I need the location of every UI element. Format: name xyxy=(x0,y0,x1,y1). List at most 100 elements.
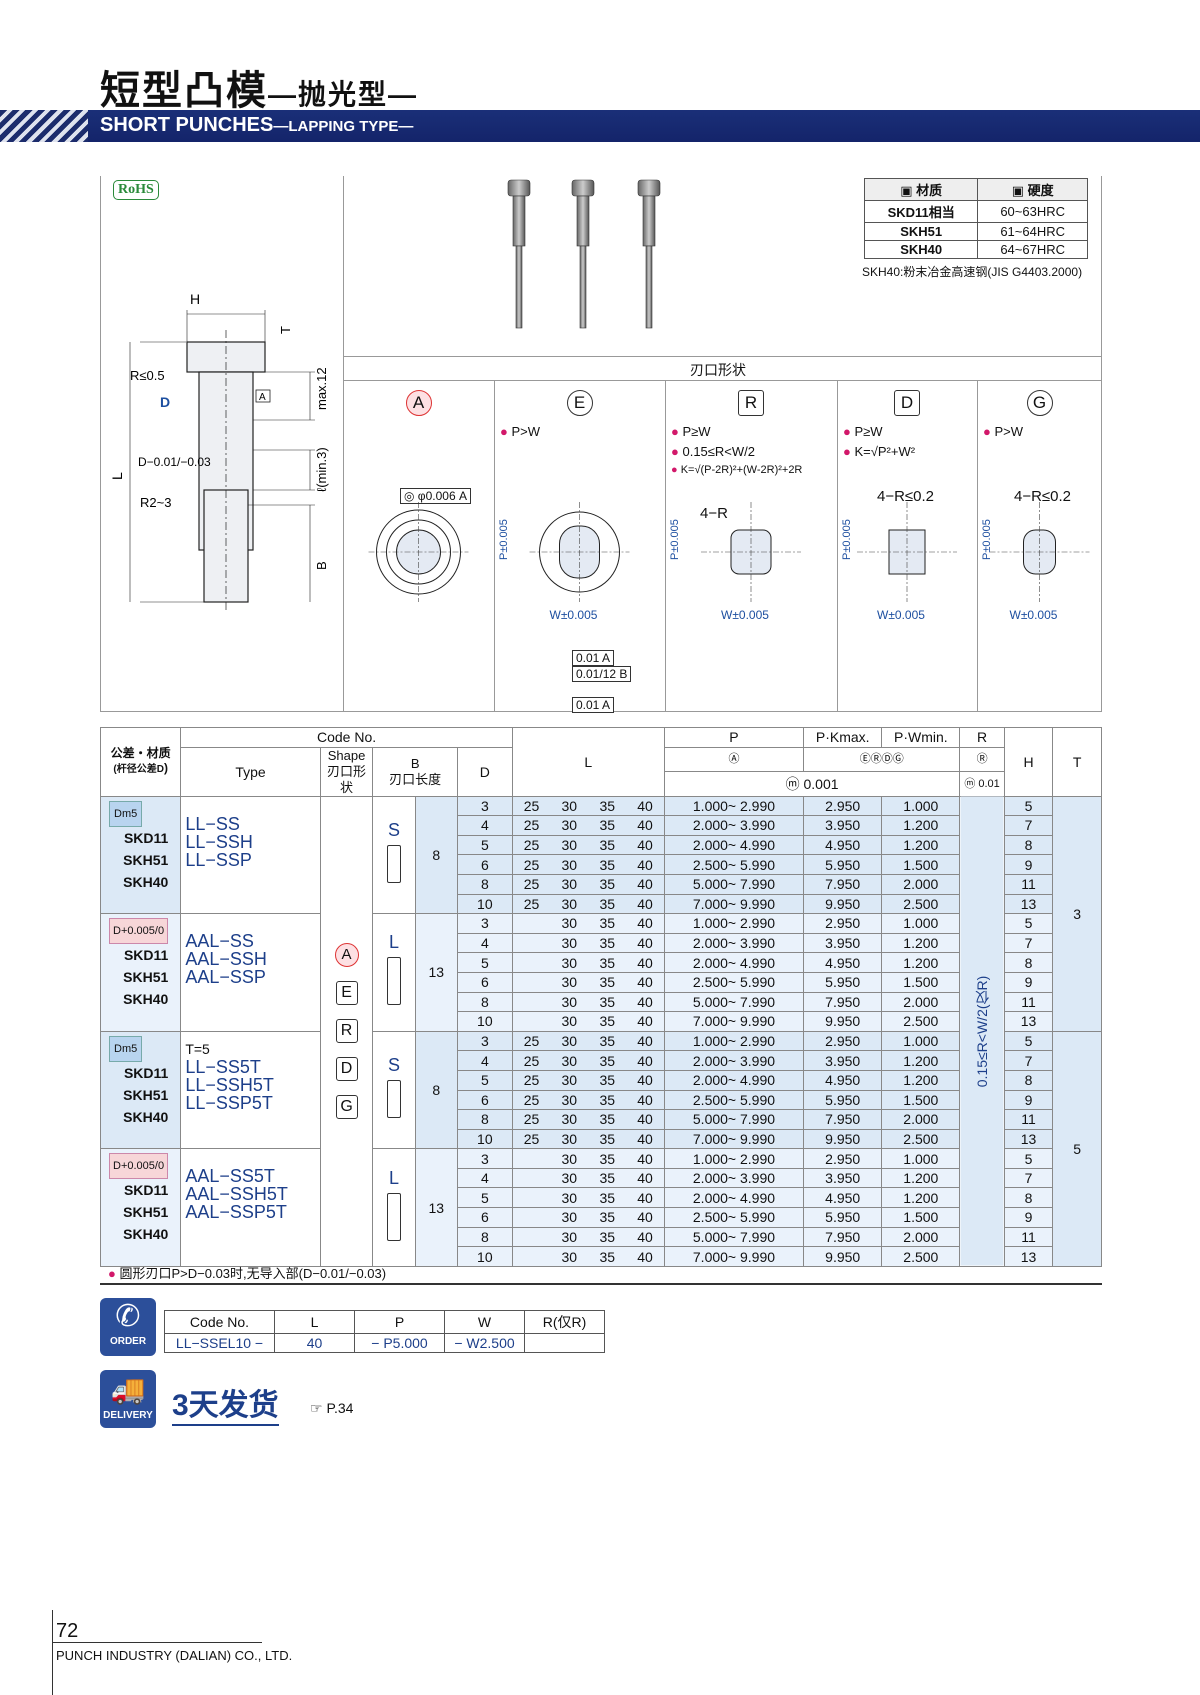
d-tol: D−0.01/−0.03 xyxy=(138,455,211,469)
banner-title: SHORT PUNCHES—LAPPING TYPE— xyxy=(100,114,414,136)
tolerance-callout: 0.01 A xyxy=(572,650,615,666)
w-tol-label: W±0.005 xyxy=(1009,608,1058,622)
shape-code-R: R xyxy=(738,390,764,416)
banner-stripes xyxy=(0,110,100,142)
shape-drawing-R xyxy=(701,502,801,602)
shape-note: ● K=√P²+W² xyxy=(843,444,916,459)
delivery-days: 3天发货 xyxy=(172,1380,279,1426)
p-tol-label: P±0.005 xyxy=(841,519,853,560)
banner-bar xyxy=(88,110,1200,142)
tolerance-callout: 0.01 A xyxy=(572,697,615,713)
t-dim: T xyxy=(278,326,293,334)
t-value: 3 xyxy=(1052,795,1102,1032)
d-label: D xyxy=(160,394,170,410)
blade-type-cell: S xyxy=(372,1030,416,1150)
shape-code-E: E xyxy=(566,390,593,416)
l-dim: L xyxy=(109,472,125,480)
footer-rule xyxy=(52,1610,53,1695)
divider xyxy=(343,176,344,712)
shape-header: 刃口形状 xyxy=(690,362,746,378)
page-number: 72 xyxy=(56,1620,79,1642)
divider xyxy=(100,1283,1102,1285)
footnote: ● 圆形刃口P>D−0.03时,无导入部(D−0.01/−0.03) xyxy=(108,1266,387,1281)
shape-drawing-G xyxy=(989,502,1090,602)
shape-drawing-A xyxy=(368,502,469,602)
shape-drawing-E xyxy=(529,502,630,602)
page-title: 短型凸模—抛光型— xyxy=(100,69,419,113)
shape-note: ● P≥W xyxy=(843,424,883,439)
delivery-icon: 🚚DELIVERY xyxy=(100,1370,156,1428)
punch-photo xyxy=(507,179,661,329)
p-tol-label: P±0.005 xyxy=(498,519,510,560)
page-reference[interactable]: ☞ P.34 xyxy=(310,1400,354,1416)
shape-code-D: D xyxy=(894,390,920,416)
r-range-note: 0.15≤R<W/2(仅R) xyxy=(959,796,1005,1267)
p-tol-label: P±0.005 xyxy=(981,519,993,560)
blade-type-cell: L xyxy=(372,1148,416,1267)
rohs-badge: RoHS xyxy=(113,180,159,200)
corner-radius-label: 4−R≤0.2 xyxy=(877,488,935,505)
spec-note: SKH40:粉末冶金高速钢(JIS G4403.2000) xyxy=(862,265,1083,279)
p-tol-label: P±0.005 xyxy=(669,519,681,560)
t-value: 5 xyxy=(1052,1030,1102,1267)
shape-note: ● K=√(P-2R)²+(W-2R)²+2R xyxy=(671,464,803,476)
w-tol-label: W±0.005 xyxy=(721,608,769,622)
divider xyxy=(977,380,978,712)
w-tol-label: W±0.005 xyxy=(549,608,598,622)
divider xyxy=(665,380,666,712)
divider xyxy=(837,380,838,712)
divider xyxy=(343,380,1102,381)
punch-drawing: H T R≤0.5 D A max.12 L D−0.01/−0.03 ℓ(mi… xyxy=(109,291,329,610)
shape-code-A: A xyxy=(405,390,432,416)
shape-note: ● P>W xyxy=(983,424,1024,439)
company-name: PUNCH INDUSTRY (DALIAN) CO., LTD. xyxy=(56,1648,293,1663)
shape-note: ● 0.15≤R<W/2 xyxy=(671,444,756,459)
order-icon: ✆ORDER xyxy=(100,1298,156,1356)
footer-line xyxy=(52,1642,262,1643)
r2-label: R2~3 xyxy=(140,495,171,510)
datum-a: A xyxy=(259,392,266,403)
corner-radius-label: 4−R xyxy=(700,505,728,522)
shape-code-G: G xyxy=(1026,390,1053,416)
blade-type-cell: S xyxy=(372,795,416,915)
shape-drawing-D xyxy=(857,502,957,602)
corner-radius-label: 4−R≤0.2 xyxy=(1014,488,1072,505)
divider xyxy=(343,356,1102,357)
h-dim: H xyxy=(190,291,200,307)
divider xyxy=(494,380,495,712)
b-dim: B xyxy=(314,561,329,570)
spec-table: 公差・材质(杆径公差D) Code No. L P P·Kmax. P·Wmin… xyxy=(99,727,1102,1267)
